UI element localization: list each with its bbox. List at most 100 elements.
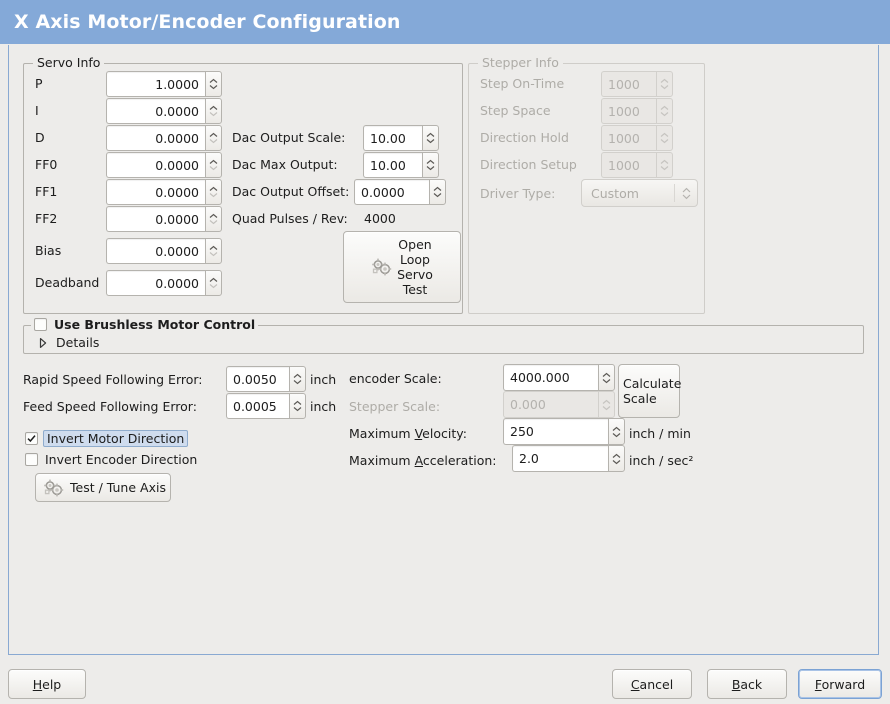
spin-encoder-scale[interactable]: 4000.000 bbox=[503, 364, 615, 391]
spin-down-icon[interactable] bbox=[293, 406, 302, 412]
spin-up-icon[interactable] bbox=[602, 372, 611, 378]
checkbox-box[interactable] bbox=[25, 453, 38, 466]
spin-up-icon[interactable] bbox=[209, 277, 218, 283]
spin-i-entry[interactable]: 0.0000 bbox=[106, 98, 205, 124]
spin-bias-buttons[interactable] bbox=[205, 238, 222, 264]
spin-p[interactable]: 1.0000 bbox=[106, 71, 222, 97]
calculate-scale-button[interactable]: Calculate Scale bbox=[618, 364, 682, 418]
spin-down-icon[interactable] bbox=[209, 283, 218, 289]
spin-down-icon[interactable] bbox=[612, 459, 621, 465]
spin-dac-max-output[interactable]: 10.00 bbox=[363, 152, 439, 178]
spin-ff0[interactable]: 0.0000 bbox=[106, 152, 222, 178]
spin-up-icon[interactable] bbox=[612, 453, 621, 459]
spin-dac-max-output-buttons[interactable] bbox=[422, 152, 439, 178]
invert-encoder-direction-checkbox[interactable]: Invert Encoder Direction bbox=[25, 452, 197, 467]
spin-down-icon[interactable] bbox=[293, 379, 302, 385]
calculate-scale-line1: Calculate bbox=[623, 376, 682, 391]
spin-i[interactable]: 0.0000 bbox=[106, 98, 222, 124]
spin-up-icon[interactable] bbox=[433, 186, 442, 192]
spin-up-icon[interactable] bbox=[293, 373, 302, 379]
use-brushless-motor-control-checkbox[interactable]: Use Brushless Motor Control bbox=[34, 317, 255, 332]
spin-down-icon[interactable] bbox=[209, 219, 218, 225]
spin-dac-output-scale-entry[interactable]: 10.00 bbox=[363, 125, 422, 151]
open-loop-servo-test-button[interactable]: Open Loop Servo Test bbox=[343, 231, 461, 303]
spin-bias-entry[interactable]: 0.0000 bbox=[106, 238, 205, 264]
spin-up-icon[interactable] bbox=[209, 132, 218, 138]
spin-maximum-velocity[interactable]: 250 bbox=[503, 418, 625, 445]
spin-rapid-following-error-buttons[interactable] bbox=[289, 366, 306, 392]
spin-up-icon[interactable] bbox=[612, 426, 621, 432]
spin-down-icon bbox=[660, 84, 669, 90]
spin-deadband-buttons[interactable] bbox=[205, 270, 222, 296]
spin-down-icon[interactable] bbox=[209, 251, 218, 257]
spin-encoder-scale-entry[interactable]: 4000.000 bbox=[503, 364, 598, 391]
spin-maximum-acceleration-entry[interactable]: 2.0 bbox=[512, 445, 608, 472]
spin-down-icon[interactable] bbox=[433, 192, 442, 198]
spin-ff1[interactable]: 0.0000 bbox=[106, 179, 222, 205]
spin-up-icon[interactable] bbox=[209, 213, 218, 219]
spin-dac-output-scale[interactable]: 10.00 bbox=[363, 125, 439, 151]
spin-stepper-scale-buttons bbox=[598, 391, 615, 418]
spin-d-entry[interactable]: 0.0000 bbox=[106, 125, 205, 151]
spin-d-buttons[interactable] bbox=[205, 125, 222, 151]
spin-up-icon[interactable] bbox=[293, 400, 302, 406]
invert-motor-direction-checkbox[interactable]: Invert Motor Direction bbox=[25, 430, 189, 447]
forward-button[interactable]: Forward bbox=[798, 669, 882, 699]
spin-maximum-velocity-buttons[interactable] bbox=[608, 418, 625, 445]
checkbox-box[interactable] bbox=[25, 432, 38, 445]
spin-rapid-following-error[interactable]: 0.0050 bbox=[226, 366, 306, 392]
spin-down-icon[interactable] bbox=[426, 138, 435, 144]
spin-up-icon[interactable] bbox=[209, 186, 218, 192]
spin-up-icon[interactable] bbox=[209, 105, 218, 111]
spin-feed-following-error-entry[interactable]: 0.0005 bbox=[226, 393, 289, 419]
spin-ff2-entry[interactable]: 0.0000 bbox=[106, 206, 205, 232]
spin-up-icon[interactable] bbox=[426, 132, 435, 138]
spin-i-buttons[interactable] bbox=[205, 98, 222, 124]
spin-dac-output-offset[interactable]: 0.0000 bbox=[354, 179, 446, 205]
spin-ff1-buttons[interactable] bbox=[205, 179, 222, 205]
details-expander[interactable]: Details bbox=[37, 335, 99, 350]
spin-up-icon[interactable] bbox=[209, 245, 218, 251]
spin-down-icon[interactable] bbox=[209, 192, 218, 198]
chevron-right-icon[interactable] bbox=[37, 337, 49, 349]
spin-dac-output-offset-entry[interactable]: 0.0000 bbox=[354, 179, 429, 205]
spin-up-icon[interactable] bbox=[426, 159, 435, 165]
spin-ff2-buttons[interactable] bbox=[205, 206, 222, 232]
spin-ff2[interactable]: 0.0000 bbox=[106, 206, 222, 232]
spin-ff1-entry[interactable]: 0.0000 bbox=[106, 179, 205, 205]
spin-deadband-entry[interactable]: 0.0000 bbox=[106, 270, 205, 296]
help-button-label: Help bbox=[33, 677, 62, 692]
spin-down-icon[interactable] bbox=[209, 138, 218, 144]
checkbox-box[interactable] bbox=[34, 318, 47, 331]
spin-feed-following-error[interactable]: 0.0005 bbox=[226, 393, 306, 419]
spin-ff0-entry[interactable]: 0.0000 bbox=[106, 152, 205, 178]
spin-bias[interactable]: 0.0000 bbox=[106, 238, 222, 264]
spin-p-entry[interactable]: 1.0000 bbox=[106, 71, 205, 97]
spin-down-icon[interactable] bbox=[426, 165, 435, 171]
spin-dac-output-scale-buttons[interactable] bbox=[422, 125, 439, 151]
spin-dac-max-output-entry[interactable]: 10.00 bbox=[363, 152, 422, 178]
spin-down-icon[interactable] bbox=[612, 432, 621, 438]
spin-maximum-velocity-entry[interactable]: 250 bbox=[503, 418, 608, 445]
cancel-button[interactable]: Cancel bbox=[612, 669, 692, 699]
spin-up-icon[interactable] bbox=[209, 78, 218, 84]
spin-p-buttons[interactable] bbox=[205, 71, 222, 97]
help-button[interactable]: Help bbox=[8, 669, 86, 699]
spin-dac-output-offset-buttons[interactable] bbox=[429, 179, 446, 205]
spin-down-icon[interactable] bbox=[602, 378, 611, 384]
spin-maximum-acceleration[interactable]: 2.0 bbox=[512, 445, 625, 472]
spin-down-icon[interactable] bbox=[209, 111, 218, 117]
gears-icon bbox=[371, 257, 393, 277]
test-tune-axis-button[interactable]: Test / Tune Axis bbox=[35, 473, 171, 502]
spin-deadband[interactable]: 0.0000 bbox=[106, 270, 222, 296]
spin-up-icon[interactable] bbox=[209, 159, 218, 165]
spin-maximum-acceleration-buttons[interactable] bbox=[608, 445, 625, 472]
back-button[interactable]: Back bbox=[707, 669, 787, 699]
spin-feed-following-error-buttons[interactable] bbox=[289, 393, 306, 419]
spin-down-icon[interactable] bbox=[209, 165, 218, 171]
spin-rapid-following-error-entry[interactable]: 0.0050 bbox=[226, 366, 289, 392]
spin-down-icon[interactable] bbox=[209, 84, 218, 90]
spin-ff0-buttons[interactable] bbox=[205, 152, 222, 178]
spin-encoder-scale-buttons[interactable] bbox=[598, 364, 615, 391]
spin-d[interactable]: 0.0000 bbox=[106, 125, 222, 151]
